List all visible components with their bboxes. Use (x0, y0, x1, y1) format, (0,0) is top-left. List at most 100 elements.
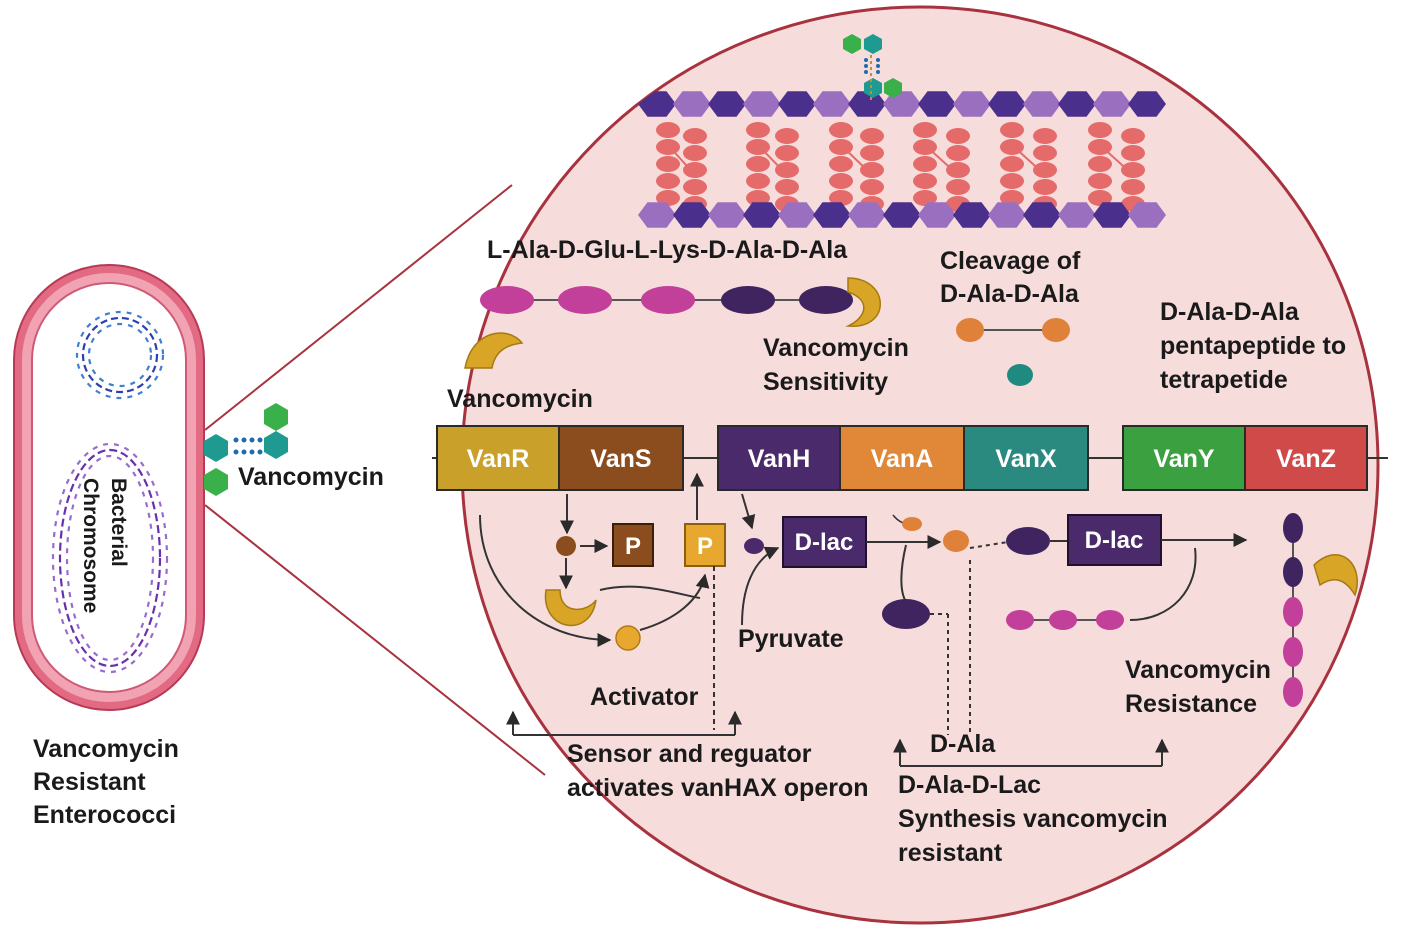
peptide-residue-3 (641, 286, 695, 314)
lipid-bead (913, 173, 937, 189)
lipid-bead (913, 156, 937, 172)
zoom-line-bottom (204, 504, 546, 776)
lipid-bead (1088, 122, 1112, 138)
membrane-hex-top (988, 91, 1026, 117)
gene-label-vany: VanY (1153, 445, 1214, 473)
pyruvate-molecule (744, 538, 764, 554)
gene-vans (558, 425, 684, 491)
resistance-label-1: Vancomycin (1125, 656, 1271, 684)
lipid-bead (1121, 162, 1145, 178)
membrane-hex-top (1128, 91, 1166, 117)
lipid-bead (656, 139, 680, 155)
d-lac-label-1: D-lac (795, 529, 854, 556)
lipid-link (757, 144, 788, 176)
lipid-bead (775, 145, 799, 161)
tripeptide-residue-1 (1006, 610, 1034, 630)
vre-caption-1: Vancomycin (33, 735, 179, 763)
sensor-label-2: activates vanHAX operon (567, 774, 869, 802)
membrane-hex-top (1058, 91, 1096, 117)
d-lac-label-2: D-lac (1085, 527, 1144, 554)
vancomycin-bound-icon (843, 34, 902, 100)
gene-vana (839, 425, 965, 491)
gene-vanx (963, 425, 1089, 491)
lipid-bead (946, 145, 970, 161)
lipid-link (924, 144, 959, 176)
lipid-bead (1088, 190, 1112, 206)
lipid-bead (860, 162, 884, 178)
vancomycin-unbound-crescent-icon (1313, 554, 1358, 597)
lipid-bead (746, 122, 770, 138)
membrane-hex-top (638, 91, 676, 117)
vancomycin-crescent-icon (464, 332, 524, 369)
lipid-link (1011, 144, 1046, 176)
phospho-box-2 (684, 523, 726, 567)
d-ala-residue-1 (956, 318, 984, 342)
membrane-hex-bottom (918, 202, 956, 228)
sensitivity-label-1: Vancomycin (763, 334, 909, 362)
membrane-hex-bottom (708, 202, 746, 228)
lipid-bead (1088, 156, 1112, 172)
synthesis-label-1: D-Ala-D-Lac (898, 771, 1041, 799)
peptide-residue-d-ala-2 (799, 286, 853, 314)
membrane-hex-top (778, 91, 816, 117)
d-lac-box-2 (1067, 514, 1162, 566)
phospho-label-1: P (625, 533, 641, 560)
membrane-hex-top (813, 91, 851, 117)
lipid-bead (683, 179, 707, 195)
lipid-bead (1033, 128, 1057, 144)
cleavage-label-1: Cleavage of (940, 247, 1081, 275)
peptidoglycan-wall (638, 91, 1166, 228)
pentapeptide-label-1: D-Ala-D-Ala (1160, 298, 1300, 326)
lipid-bead (656, 190, 680, 206)
membrane-hex-top (953, 91, 991, 117)
zoom-line-top (204, 184, 513, 431)
sensor-label-1: Sensor and reguator (567, 740, 812, 768)
resistance-label-2: Resistance (1125, 690, 1257, 718)
lipid-bead (746, 190, 770, 206)
lipid-bead (829, 122, 853, 138)
resistant-peptide-residue (1283, 513, 1303, 543)
lipid-link (1099, 144, 1134, 176)
vancomycin-label: Vancomycin (447, 385, 593, 413)
membrane-hex-top (673, 91, 711, 117)
lipid-bead (1000, 122, 1024, 138)
gene-label-vanr: VanR (467, 445, 530, 473)
lipid-bead (946, 128, 970, 144)
gene-vanr (436, 425, 560, 491)
membrane-hex-bottom (778, 202, 816, 228)
lipid-bead (1000, 190, 1024, 206)
lipid-bead (1088, 173, 1112, 189)
d-ala-label: D-Ala (930, 730, 996, 758)
peptide-residue-1 (480, 286, 534, 314)
gene-label-vanx: VanX (995, 445, 1056, 473)
d-ala-product (943, 530, 969, 552)
resistant-peptide-residue (1283, 677, 1303, 707)
sensitivity-label-2: Sensitivity (763, 368, 888, 396)
lipid-bead (1033, 145, 1057, 161)
membrane-hex-top (708, 91, 746, 117)
membrane-hex-bottom (813, 202, 851, 228)
d-lac-box-1 (782, 516, 867, 568)
lipid-bead (683, 128, 707, 144)
lipid-bead (683, 162, 707, 178)
lipid-bead (683, 145, 707, 161)
membrane-hex-bottom (743, 202, 781, 228)
gene-label-vans: VanS (590, 445, 651, 473)
synthesis-label-3: resistant (898, 839, 1003, 867)
gene-vanz (1244, 425, 1368, 491)
membrane-hex-bottom (883, 202, 921, 228)
lipid-bead (829, 190, 853, 206)
d-ala-dark-residue (882, 599, 930, 629)
chromosome-label-2: Chromosome (79, 478, 102, 613)
resistant-peptide-residue (1283, 637, 1303, 667)
lipid-bead (1000, 156, 1024, 172)
lipid-bead (775, 162, 799, 178)
pentapeptide-label-2: pentapeptide to (1160, 332, 1346, 360)
lipid-bead (775, 128, 799, 144)
membrane-hex-bottom (848, 202, 886, 228)
lipid-link (667, 144, 696, 176)
lipid-bead (946, 162, 970, 178)
lipid-bead (656, 156, 680, 172)
resistant-peptide-residue (1283, 557, 1303, 587)
chromosome-icon (51, 442, 169, 674)
